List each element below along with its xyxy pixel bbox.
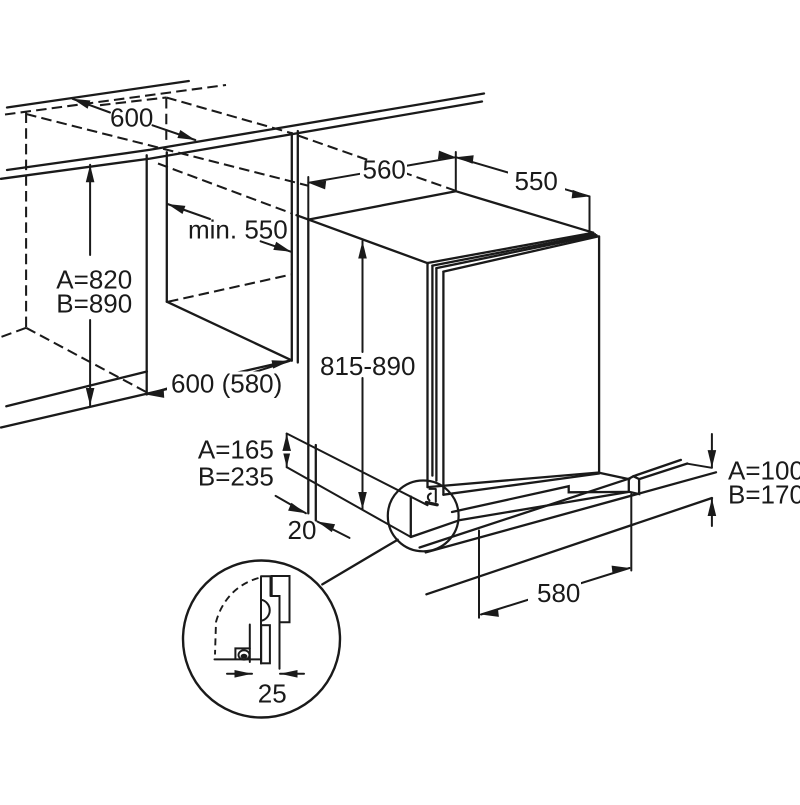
svg-text:A=820: A=820 [56, 264, 132, 294]
svg-text:600: 600 [110, 102, 153, 132]
svg-text:B=890: B=890 [56, 289, 132, 319]
svg-text:550: 550 [515, 166, 558, 196]
svg-text:B=235: B=235 [198, 461, 274, 491]
svg-text:B=170: B=170 [728, 480, 800, 510]
svg-text:815-890: 815-890 [320, 351, 415, 381]
svg-text:min. 550: min. 550 [188, 215, 288, 245]
svg-text:600 (580): 600 (580) [171, 369, 282, 399]
svg-text:580: 580 [537, 578, 580, 608]
svg-text:A=100: A=100 [728, 456, 800, 486]
svg-text:A=165: A=165 [198, 435, 274, 465]
svg-text:560: 560 [363, 155, 406, 185]
svg-text:20: 20 [288, 515, 317, 545]
svg-text:25: 25 [258, 678, 287, 708]
